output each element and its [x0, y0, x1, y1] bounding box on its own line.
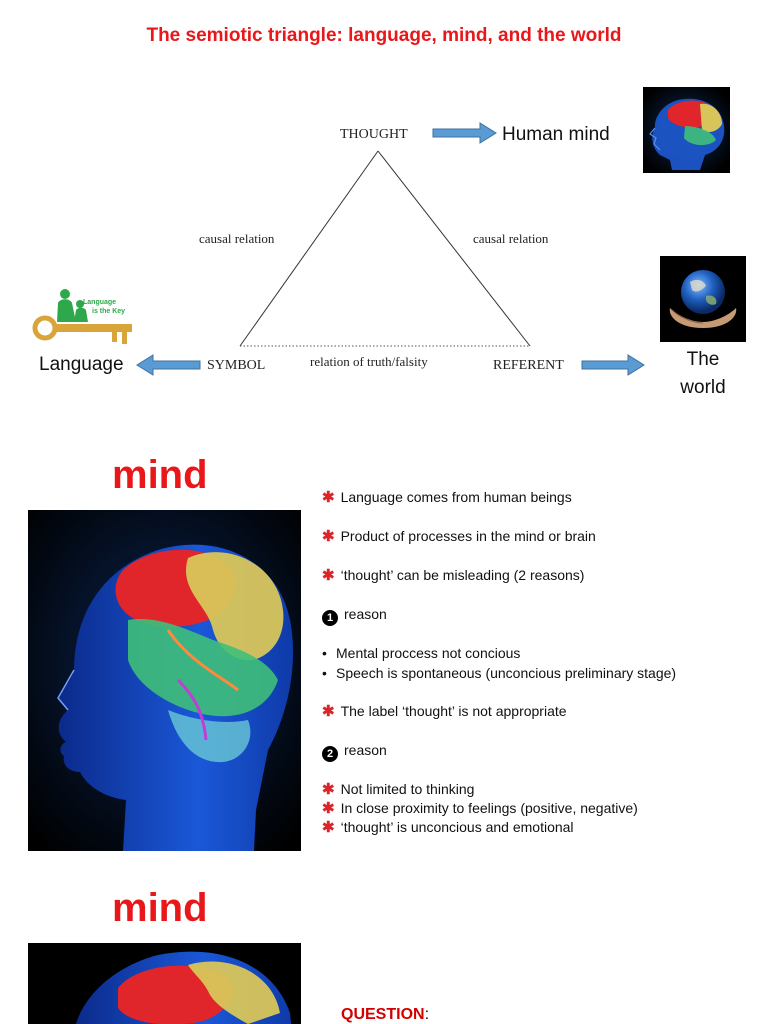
- asterisk-icon: ✱: [322, 781, 335, 798]
- section1-notes: ✱Language comes from human beings ✱Produ…: [322, 489, 762, 838]
- brain-head-icon: [643, 87, 730, 173]
- bullet-icon: •: [322, 665, 327, 681]
- section2-heading: mind: [112, 886, 208, 930]
- label-symbol: SYMBOL: [207, 358, 266, 373]
- asterisk-icon: ✱: [322, 567, 335, 584]
- page-title: The semiotic triangle: language, mind, a…: [146, 25, 622, 46]
- asterisk-icon: ✱: [322, 703, 335, 720]
- note-item: ✱‘thought’ can be misleading (2 reasons): [322, 567, 585, 584]
- brain-head-image-2: [28, 943, 301, 1024]
- label-human-mind: Human mind: [502, 124, 610, 145]
- label-referent: REFERENT: [493, 358, 564, 373]
- asterisk-icon: ✱: [322, 528, 335, 545]
- asterisk-icon: ✱: [322, 819, 335, 836]
- label-truth-falsity: relation of truth/falsity: [310, 354, 428, 369]
- label-causal-left: causal relation: [199, 231, 275, 246]
- question-label: QUESTION:: [341, 1006, 430, 1023]
- note-item: ✱In close proximity to feelings (positiv…: [322, 800, 638, 817]
- number-two-icon: 2: [322, 746, 338, 762]
- earth-in-hands-icon: [660, 256, 746, 342]
- section1-heading: mind: [112, 453, 208, 497]
- brain-head-image: [28, 510, 301, 851]
- label-the-world-line1: The: [686, 349, 720, 370]
- language-key-icon: Language is the Key: [32, 289, 132, 344]
- bullet-icon: •: [322, 645, 327, 661]
- arrow-right-icon: [581, 354, 645, 376]
- note-item: •Mental proccess not concious: [322, 645, 521, 661]
- triangle-shape: [239, 150, 531, 347]
- label-thought: THOUGHT: [340, 127, 408, 142]
- note-item: ✱‘thought’ is unconcious and emotional: [322, 819, 574, 836]
- semiotic-triangle-diagram: Language is the Key: [32, 87, 746, 376]
- note-item: ✱Product of processes in the mind or bra…: [322, 528, 596, 545]
- asterisk-icon: ✱: [322, 489, 335, 506]
- label-the-world: The world: [660, 346, 746, 402]
- note-item: •Speech is spontaneous (unconcious preli…: [322, 665, 677, 681]
- arrow-left-icon: [136, 354, 201, 376]
- label-the-world-line2: world: [680, 377, 726, 398]
- asterisk-icon: ✱: [322, 800, 335, 817]
- key-text-line2: is the Key: [92, 308, 125, 315]
- label-causal-right: causal relation: [473, 231, 549, 246]
- label-language: Language: [39, 354, 124, 375]
- key-text-line1: Language: [83, 299, 116, 306]
- number-one-icon: 1: [322, 610, 338, 626]
- note-item: ✱Not limited to thinking: [322, 781, 475, 798]
- note-item: ✱Language comes from human beings: [322, 489, 572, 506]
- note-item: ✱The label ‘thought’ is not appropriate: [322, 703, 567, 720]
- arrow-right-icon: [432, 122, 497, 144]
